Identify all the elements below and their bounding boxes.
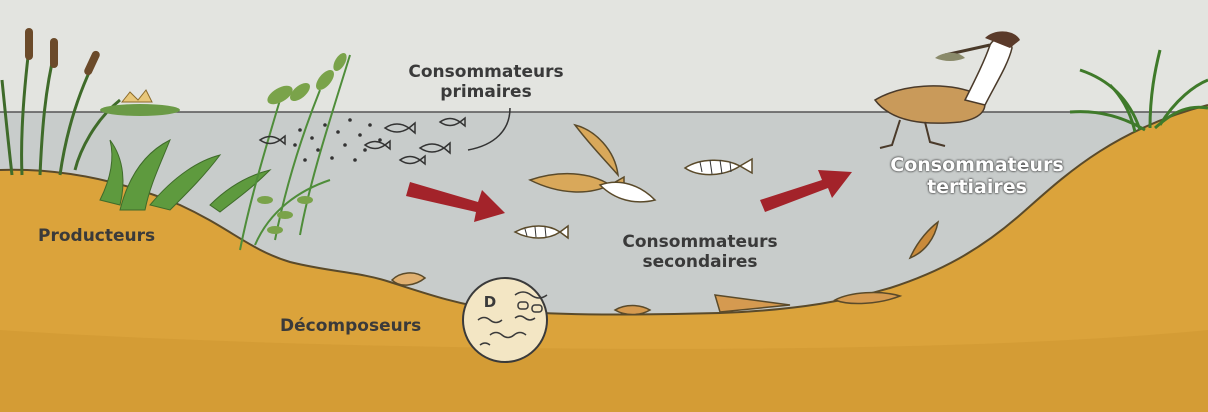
- decomposer-circle: [463, 278, 547, 362]
- label-consommateurs-primaires: Consommateurs primaires: [396, 62, 576, 102]
- decomposer-letter: D: [480, 292, 500, 312]
- label-producteurs: Producteurs: [38, 226, 198, 246]
- label-secondaires-line2: secondaires: [600, 252, 800, 272]
- label-decomposeurs: Décomposeurs: [280, 316, 460, 336]
- label-consommateurs-tertiaires: Consommateurs tertiaires: [872, 154, 1082, 198]
- label-tertiaires-line2: tertiaires: [872, 176, 1082, 198]
- label-primaires-line2: primaires: [396, 82, 576, 102]
- label-tertiaires-line1: Consommateurs: [872, 154, 1082, 176]
- lily-pad: [100, 104, 180, 116]
- label-consommateurs-secondaires: Consommateurs secondaires: [600, 232, 800, 272]
- label-secondaires-line1: Consommateurs: [600, 232, 800, 252]
- label-primaires-line1: Consommateurs: [396, 62, 576, 82]
